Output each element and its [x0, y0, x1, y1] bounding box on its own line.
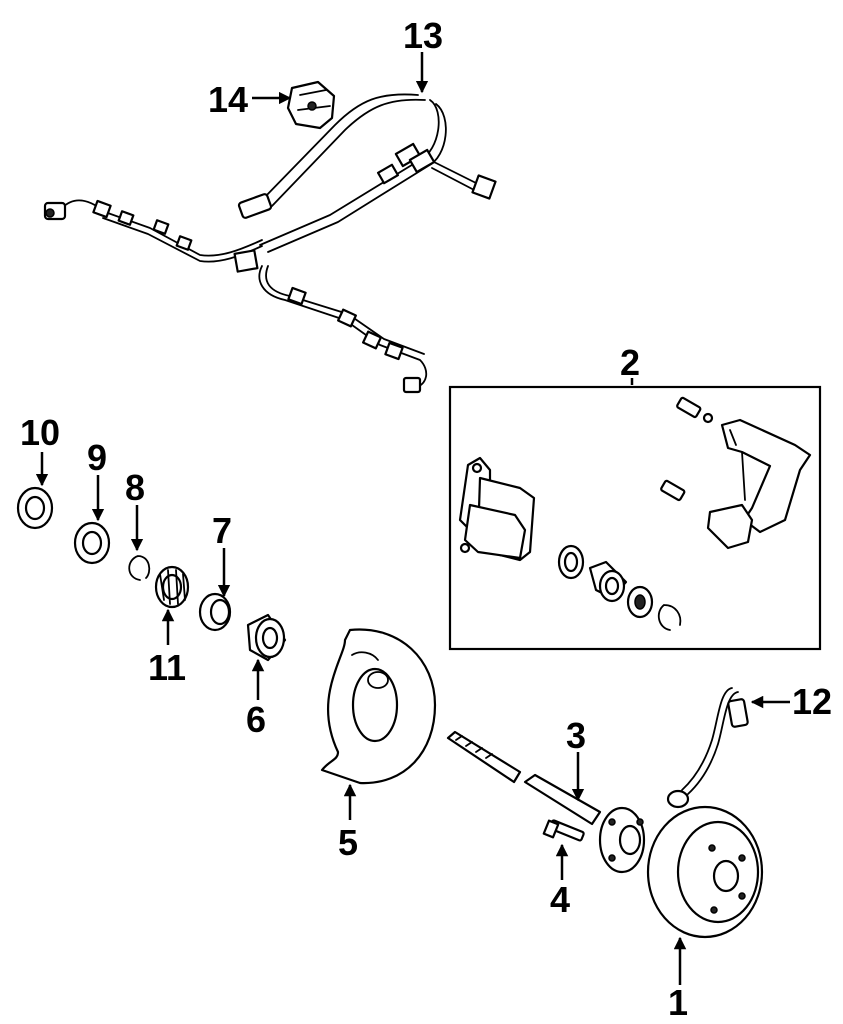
part-8-snap-ring — [128, 555, 151, 581]
wiring-harness — [43, 93, 497, 394]
guide-pins — [660, 396, 714, 502]
callout-6: 6 — [246, 699, 266, 740]
part-11-bearing-cage — [154, 565, 190, 609]
brake-rotor — [646, 805, 764, 939]
callout-12: 12 — [792, 681, 832, 722]
callout-14: 14 — [208, 79, 248, 120]
sensor-clip — [286, 80, 336, 130]
brake-hose — [666, 687, 749, 809]
callout-10: 10 — [20, 412, 60, 453]
caliper-kit-box — [448, 385, 822, 651]
part-6-sleeve — [246, 613, 287, 662]
part-7-bearing — [198, 592, 232, 632]
callout-3: 3 — [566, 715, 586, 756]
callout-2: 2 — [620, 342, 640, 383]
part-10-outer-seal — [16, 486, 54, 530]
callout-7: 7 — [212, 510, 232, 551]
brake-pads — [458, 456, 536, 562]
callout-4: 4 — [550, 879, 570, 920]
callout-9: 9 — [87, 437, 107, 478]
dust-shield — [320, 628, 437, 785]
callout-labels: 13 14 2 10 9 8 7 11 6 5 3 4 1 12 — [20, 15, 832, 1023]
callout-13: 13 — [403, 15, 443, 56]
leader-arrows — [35, 52, 790, 985]
callout-5: 5 — [338, 822, 358, 863]
caliper-bracket — [706, 418, 812, 550]
part-4-wheel-stud — [542, 819, 585, 842]
callout-1: 1 — [668, 982, 688, 1023]
callout-8: 8 — [125, 467, 145, 508]
callout-11: 11 — [148, 647, 186, 688]
piston-seal-kit — [557, 544, 682, 631]
axle-shaft — [446, 730, 646, 874]
part-9-inner-seal — [73, 521, 111, 565]
